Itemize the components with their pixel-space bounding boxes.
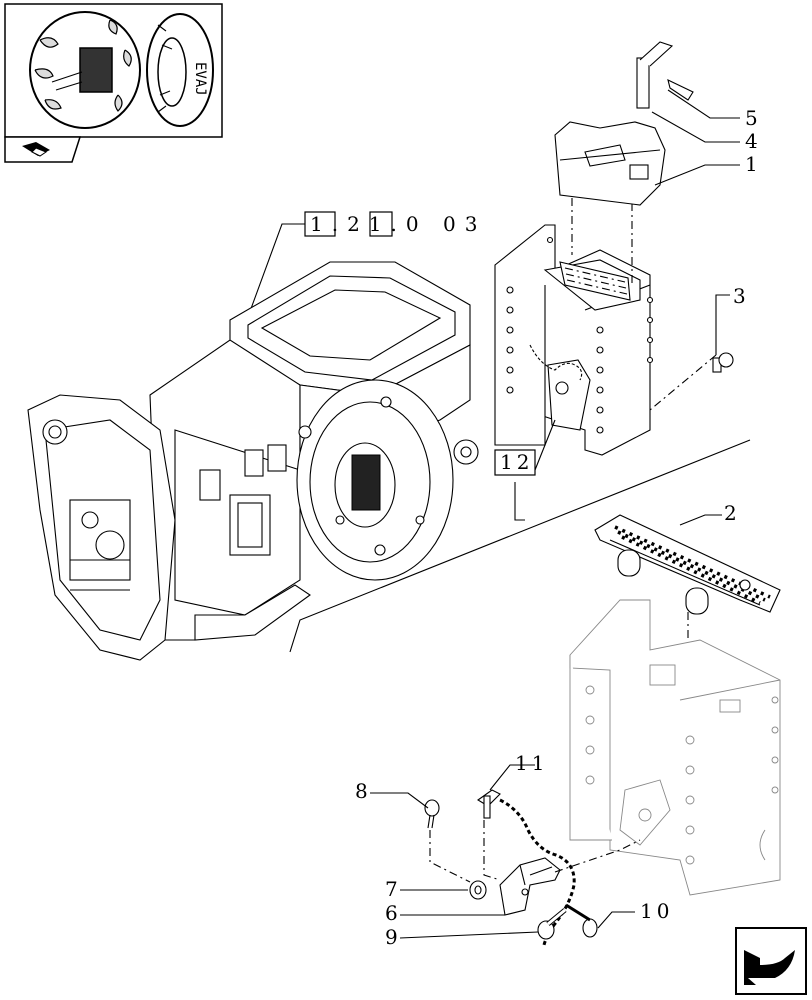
transmission-housing: [27, 261, 479, 661]
callout-1: 1: [745, 152, 762, 176]
callout-4: 4: [745, 129, 762, 153]
part-6-latch: [499, 857, 561, 916]
part-4-pin: [636, 41, 674, 109]
part-3-bolt: [712, 352, 734, 373]
part-9-pin: [537, 908, 567, 940]
callout-10: 10: [640, 899, 673, 923]
arrow-back-icon: [744, 950, 795, 985]
part-10-ring-clip: [565, 903, 598, 938]
thumbnail-tab[interactable]: [4, 136, 82, 163]
part-8-split-pin: [424, 799, 440, 829]
callout-2: 2: [724, 501, 741, 525]
book-icon: [22, 142, 50, 157]
nav-back-button[interactable]: [735, 927, 807, 995]
callout-5: 5: [745, 106, 762, 130]
thumbnail-panel[interactable]: EVAJ: [4, 3, 223, 138]
part-1-hook-jaw: [554, 121, 666, 206]
callout-7: 7: [385, 877, 402, 901]
callout-9: 9: [385, 925, 402, 949]
thumbnail-stamp: EVAJ: [192, 62, 208, 96]
part-5-clip: [667, 78, 694, 101]
callout-3: 3: [733, 284, 750, 308]
hitch-frame-ghost: [569, 599, 781, 896]
callout-12-box[interactable]: 12: [494, 449, 536, 476]
tractor-thumbnail-icon: [29, 11, 214, 129]
separator-line: [289, 439, 751, 653]
reference-label[interactable]: 1.21.0 03: [244, 211, 486, 326]
reference-label-text: 1.21.0 03: [310, 212, 486, 236]
part-2-plate: [594, 514, 781, 615]
part-7-washer: [469, 880, 487, 900]
plate-holes: [614, 525, 771, 605]
callout-12: 12: [500, 450, 533, 474]
hitch-frame-assembled: [494, 224, 654, 456]
callout-11: 11: [515, 751, 548, 775]
callout-6: 6: [385, 901, 402, 925]
callout-8: 8: [355, 779, 372, 803]
part-11-chain-pin: [476, 789, 501, 819]
